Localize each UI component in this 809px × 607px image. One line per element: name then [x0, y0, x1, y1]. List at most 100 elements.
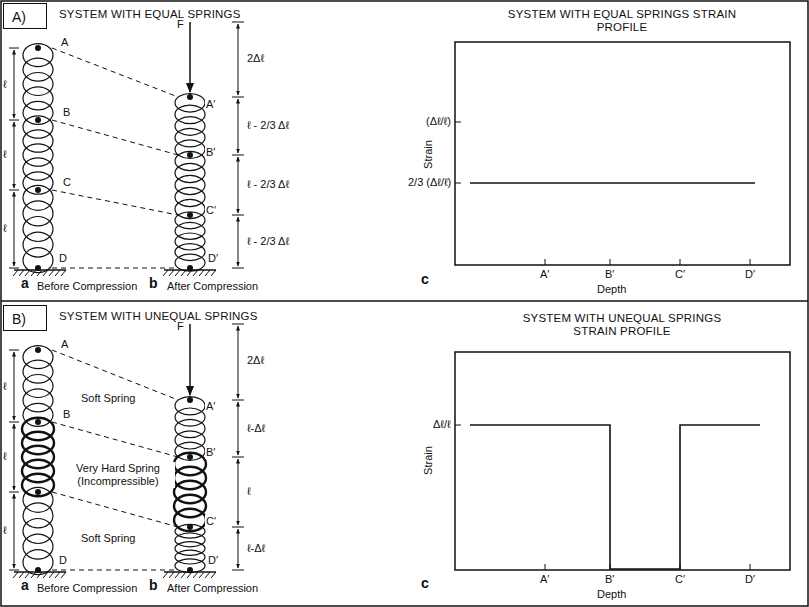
ground-hatch	[55, 270, 60, 276]
dimension-label: ℓ	[2, 380, 8, 393]
dashed-guide	[52, 570, 178, 571]
coil-spring	[175, 199, 205, 218]
panel-letter-box: A)	[3, 3, 47, 29]
dimension-line	[238, 402, 239, 455]
coil-spring	[175, 94, 205, 113]
coil-spring	[23, 101, 53, 124]
axis-tick	[750, 259, 751, 265]
point-label: D	[58, 252, 68, 265]
joint-dot	[35, 265, 41, 271]
figure-title: SYSTEM WITH EQUAL SPRINGS	[58, 8, 242, 21]
joint-dot	[187, 152, 193, 158]
dimension-line	[232, 400, 244, 401]
dimension-line	[232, 215, 244, 216]
sub-figure-caption: Before Compression	[36, 280, 138, 293]
coil-spring	[175, 105, 205, 124]
axis-tick-label: B′	[604, 268, 615, 281]
axis-tick	[455, 183, 461, 184]
dimension-line	[9, 350, 19, 351]
coil-spring	[175, 244, 205, 261]
force-arrow	[189, 324, 191, 395]
strain-profile	[470, 183, 760, 569]
coil-spring	[175, 524, 205, 538]
dimension-line	[238, 99, 239, 153]
dimension-label: ℓ-Δℓ	[246, 422, 266, 435]
coil-spring	[23, 519, 53, 544]
dimension-line	[9, 120, 19, 121]
strain-profile	[470, 425, 760, 569]
plot-frame	[455, 42, 790, 570]
force-label: F	[176, 18, 185, 31]
ground-hatch	[175, 270, 180, 276]
dimension-line	[9, 492, 19, 493]
dimension-line	[9, 422, 19, 423]
coil-spring	[23, 389, 53, 412]
joint-dot	[187, 567, 193, 573]
coil-spring	[174, 453, 206, 475]
coil-spring	[174, 509, 206, 531]
coil-spring	[23, 346, 53, 369]
dimension-line	[238, 157, 239, 213]
dimension-line	[232, 570, 244, 571]
sub-figure-caption: Before Compression	[36, 582, 138, 595]
panel-letter: B)	[12, 311, 26, 327]
coil-spring	[22, 446, 54, 468]
ground-hatch	[211, 270, 216, 276]
joint-dot	[35, 489, 41, 495]
dimension-line	[14, 494, 15, 568]
dimension-label: ℓ	[246, 485, 252, 498]
dimension-line	[238, 529, 239, 568]
sub-figure-letter: c	[420, 272, 430, 287]
sub-figure-letter: b	[148, 276, 159, 291]
coil-spring	[23, 374, 53, 397]
coil-spring	[23, 550, 53, 575]
coil-spring	[174, 467, 206, 489]
axis-tick-label: C′	[674, 573, 686, 586]
dimension-line	[9, 48, 19, 49]
coil-spring	[22, 474, 54, 496]
figure-title: SYSTEM WITH UNEQUAL SPRINGS	[58, 310, 259, 323]
joint-dot	[35, 117, 41, 123]
dimension-label: 2Δℓ	[246, 354, 265, 367]
dimension-line	[238, 24, 239, 95]
dimension-line	[232, 268, 244, 269]
coil-spring	[175, 408, 205, 426]
coil-spring	[23, 72, 53, 95]
coil-spring	[175, 151, 205, 170]
panel-letter: A)	[12, 9, 26, 25]
point-label: A′	[205, 98, 216, 111]
axis-tick-label: A′	[539, 268, 550, 281]
coil-spring	[23, 144, 53, 166]
coil-spring	[175, 175, 205, 194]
coil-spring	[175, 233, 205, 250]
dimension-label: ℓ - 2/3 Δℓ	[246, 178, 290, 191]
ground-hatch	[61, 572, 66, 578]
strain-profile	[470, 182, 755, 184]
ground-hatch	[13, 270, 18, 276]
axis-label: Strain	[422, 445, 435, 476]
dimension-line	[232, 22, 244, 23]
plot-frame	[455, 42, 790, 265]
dimension-line	[232, 527, 244, 528]
plot-title: SYSTEM WITH UNEQUAL SPRINGS STRAIN PROFI…	[506, 312, 738, 338]
coil-spring	[22, 460, 54, 482]
point-label: D′	[207, 252, 219, 265]
coil-spring	[23, 87, 53, 110]
dashed-guide	[52, 190, 178, 215]
sub-figure-caption: After Compression	[166, 582, 259, 595]
dimension-line	[9, 190, 19, 191]
axis-tick	[545, 564, 546, 570]
coil-spring	[23, 158, 53, 180]
coil-spring	[23, 116, 53, 138]
point-label: B′	[205, 146, 216, 159]
axis-label: Strain	[422, 139, 435, 170]
joint-dot	[35, 567, 41, 573]
point-label: D	[58, 554, 68, 567]
coil-spring	[22, 432, 54, 454]
dimension-line	[14, 192, 15, 266]
dimension-line	[232, 155, 244, 156]
coil-spring	[23, 44, 53, 67]
axis-tick	[750, 564, 751, 570]
joint-dot	[187, 524, 193, 530]
